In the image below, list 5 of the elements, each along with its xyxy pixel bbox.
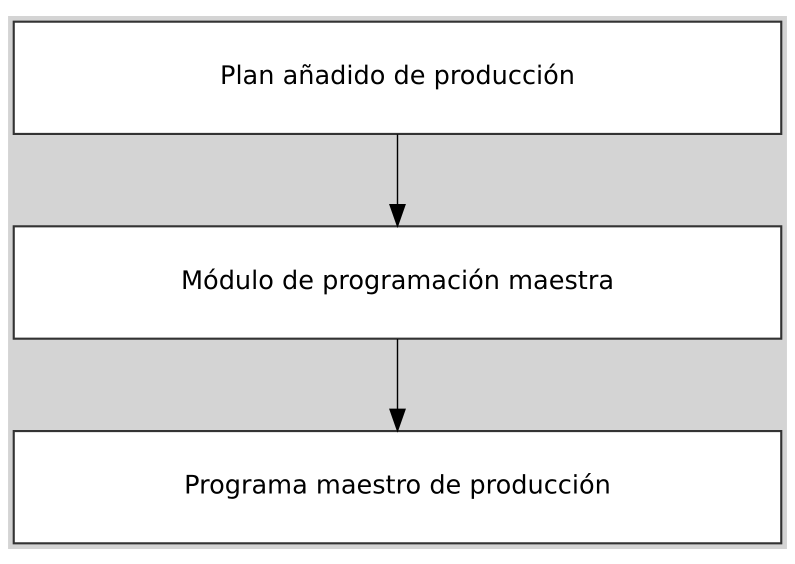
node-box: Plan añadido de producción (12, 20, 782, 135)
arrow (389, 134, 406, 228)
node-box: Módulo de programación maestra (12, 224, 782, 340)
node-box: Programa maestro de producción (12, 429, 782, 544)
arrow (389, 338, 406, 432)
